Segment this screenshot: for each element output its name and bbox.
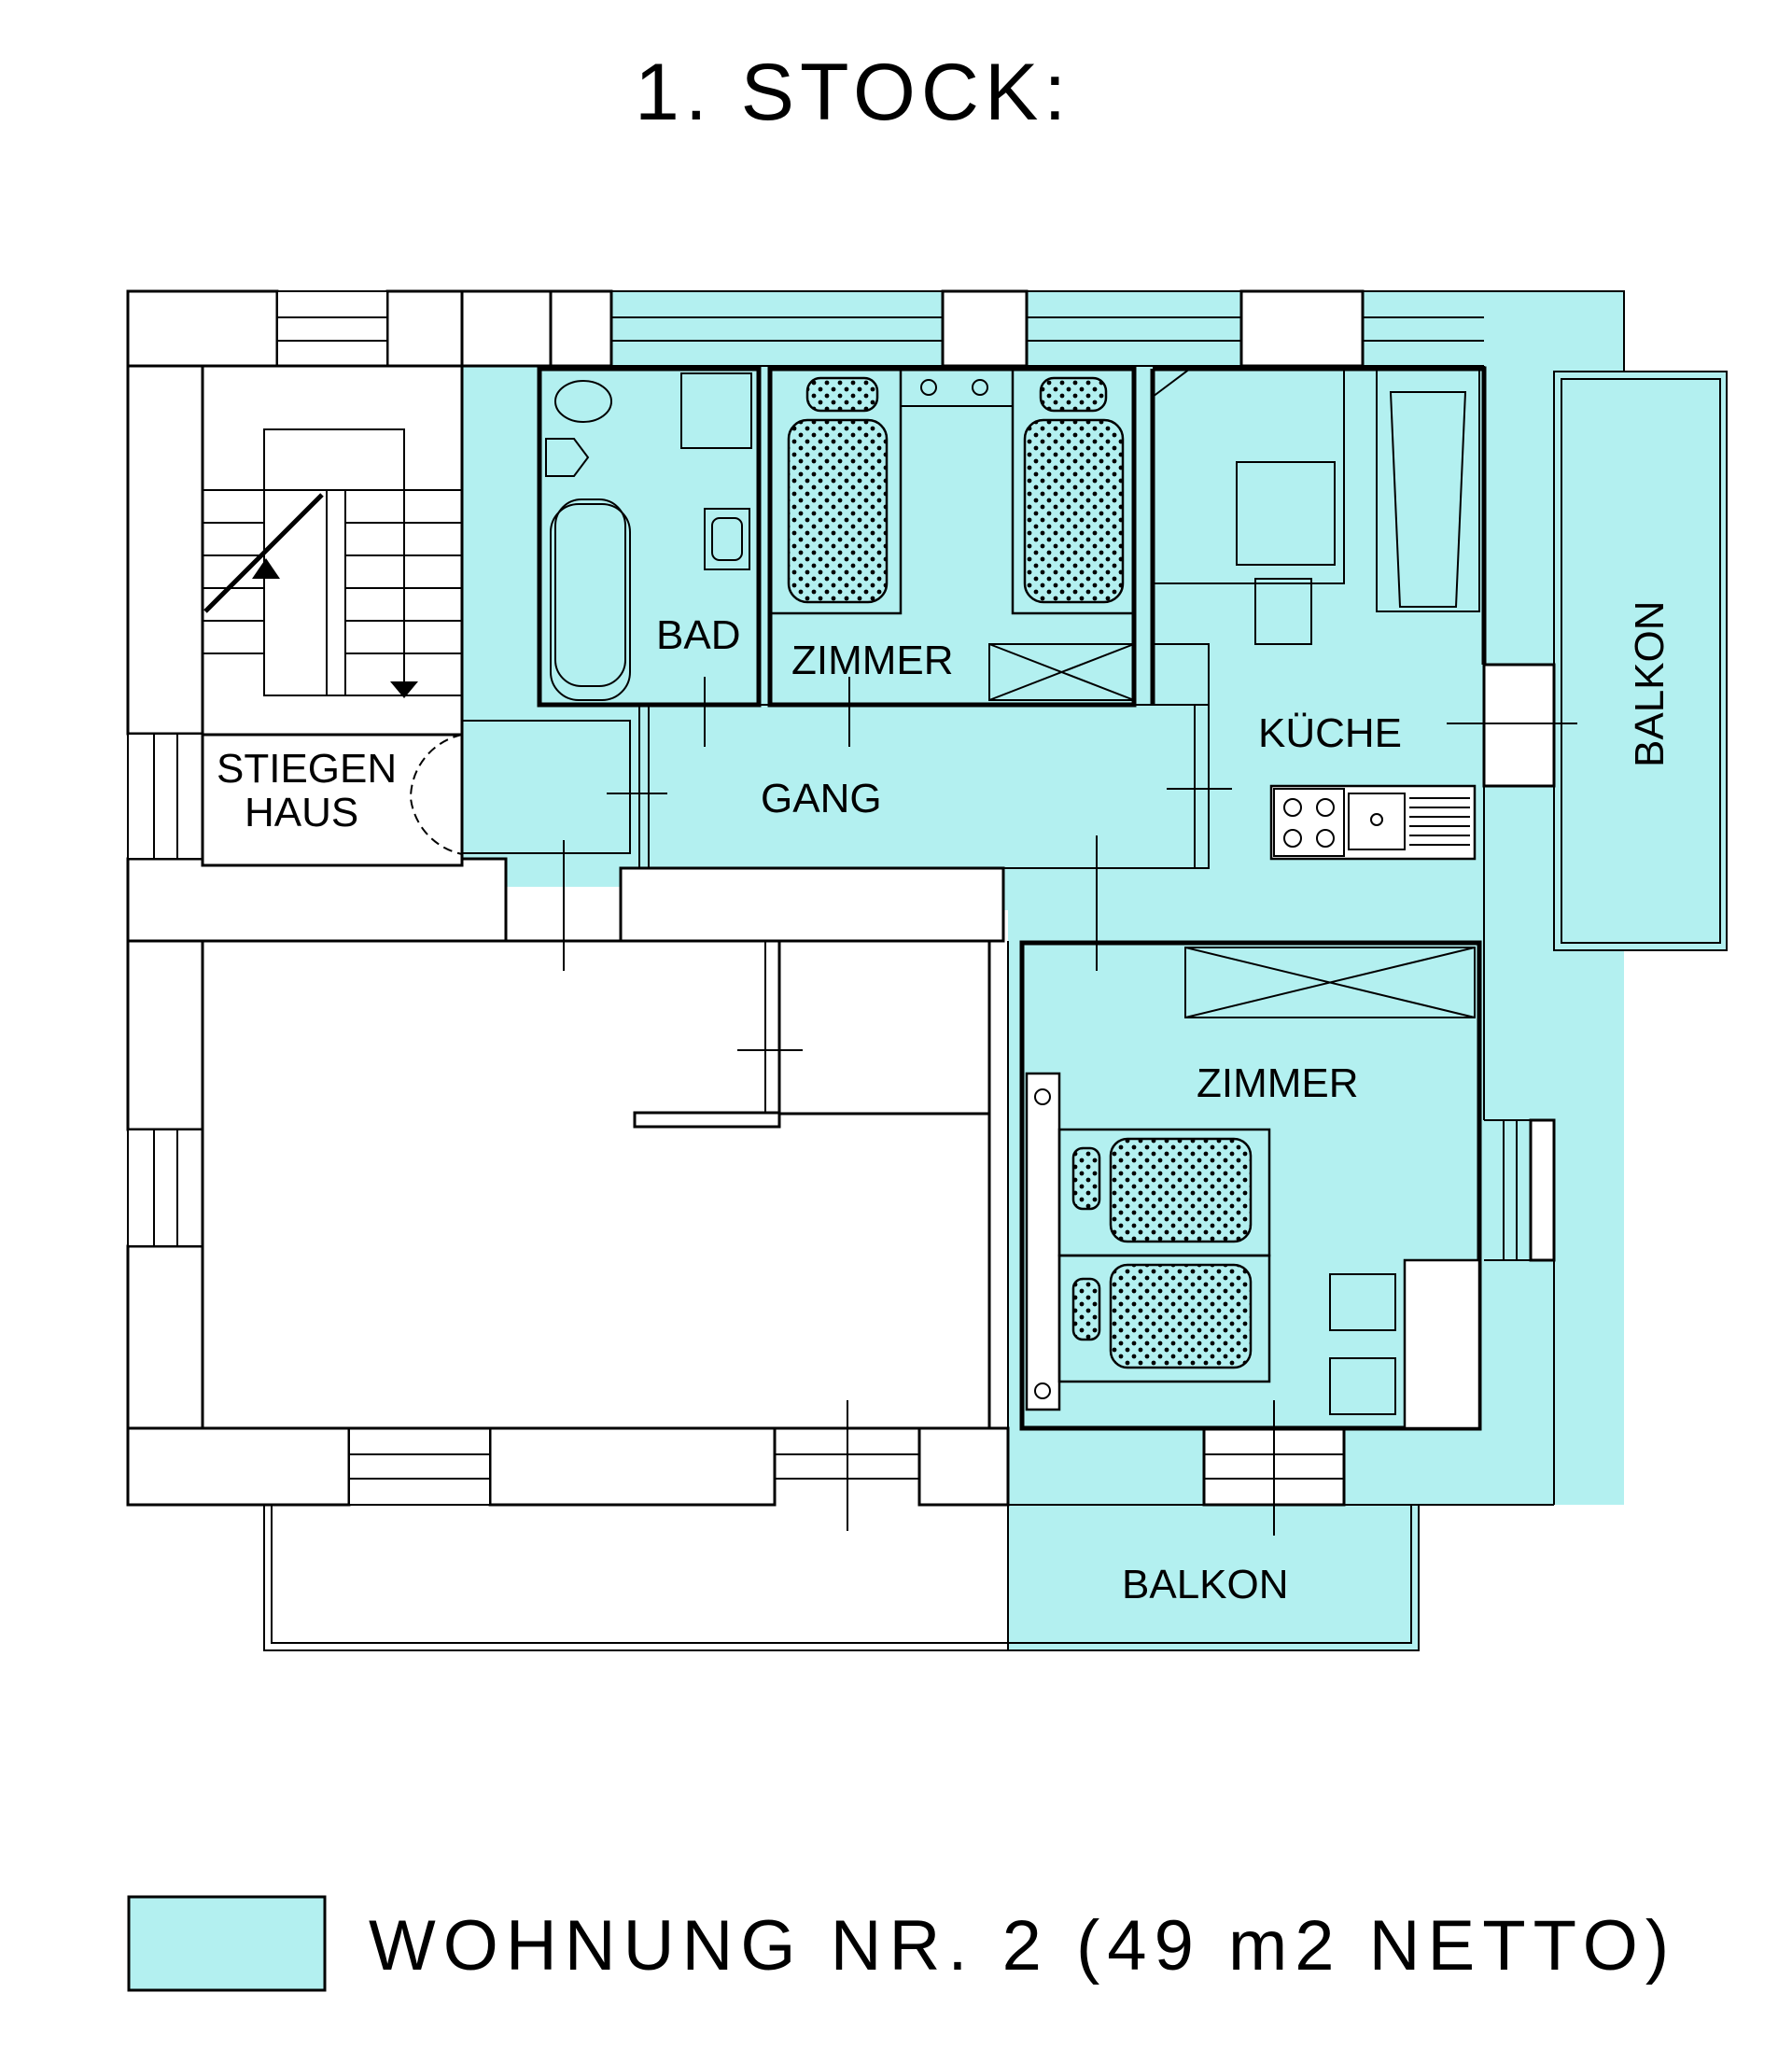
- kitchen: [1150, 366, 1487, 861]
- stairwell: [201, 364, 464, 867]
- bedroom-top: [767, 366, 1137, 708]
- label-balcony-right: BALKON: [1627, 600, 1673, 767]
- label-bedroom-top: ZIMMER: [791, 638, 954, 683]
- neighbour-unit: [201, 840, 991, 1531]
- plan-title: 1. STOCK:: [635, 48, 1071, 137]
- label-kitchen: KÜCHE: [1258, 710, 1402, 756]
- label-corridor: GANG: [761, 776, 882, 821]
- label-balcony-bottom: BALKON: [1122, 1562, 1289, 1607]
- label-stairwell-1: STIEGEN: [217, 746, 397, 792]
- legend: WOHNUNG NR. 2 (49 m2 NETTO): [127, 1895, 1676, 1992]
- legend-label: WOHNUNG NR. 2 (49 m2 NETTO): [369, 1906, 1676, 1986]
- balconies: [263, 371, 1728, 1651]
- label-bedroom-bottom: ZIMMER: [1197, 1060, 1359, 1106]
- room-labels: STIEGEN HAUS BAD ZIMMER KÜCHE GANG BALKO…: [217, 600, 1673, 1607]
- label-stairwell-2: HAUS: [245, 790, 358, 835]
- apartment-area: [462, 291, 1727, 1650]
- corridor: [461, 677, 1577, 971]
- legend-swatch: [127, 1895, 327, 1992]
- bedroom-bottom: [1019, 940, 1482, 1536]
- label-bath: BAD: [656, 612, 740, 658]
- walls: [126, 289, 1556, 1507]
